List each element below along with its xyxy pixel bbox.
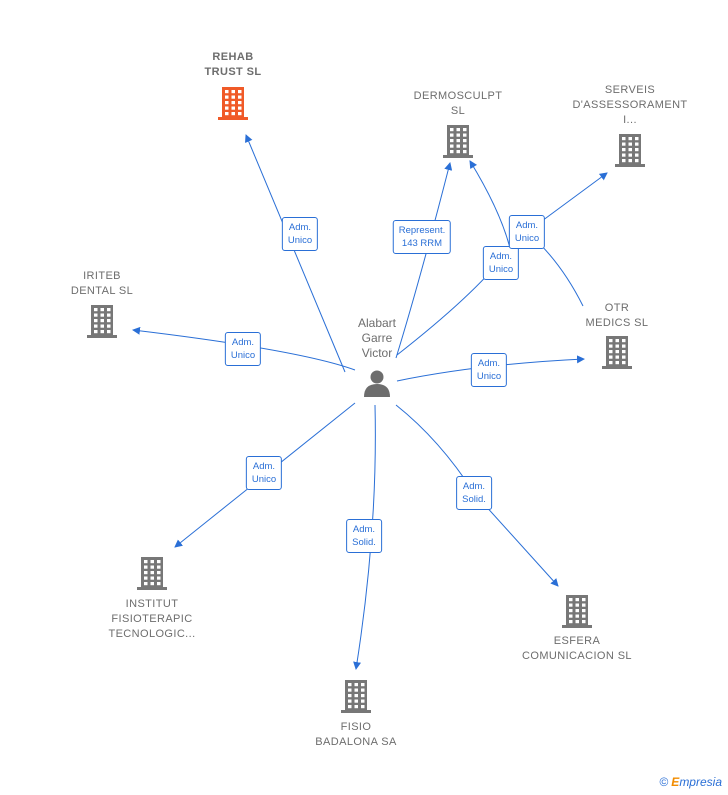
company-name-institut[interactable]: INSTITUT FISIOTERAPIC TECNOLOGIC... — [108, 598, 196, 640]
brand-name: mpresia — [679, 775, 722, 789]
building-icon[interactable] — [341, 680, 371, 713]
company-name-otr[interactable]: OTR MEDICS SL — [585, 302, 649, 329]
relation-label[interactable]: Adm. Unico — [508, 215, 546, 249]
copyright-symbol: © — [659, 775, 669, 789]
building-icon[interactable] — [602, 336, 632, 369]
company-name-esfera[interactable]: ESFERA COMUNICACION SL — [522, 635, 632, 662]
company-name-iriteb[interactable]: IRITEB DENTAL SL — [70, 270, 134, 297]
relation-label[interactable]: Adm. Unico — [482, 246, 520, 280]
relation-label[interactable]: Adm. Unico — [245, 456, 283, 490]
relation-label[interactable]: Adm. Solid. — [456, 476, 492, 510]
company-name-dermosculpt[interactable]: DERMOSCULPT SL — [413, 90, 503, 117]
person-name[interactable]: Alabart Garre Victor — [357, 316, 397, 360]
footer-brand[interactable]: ©Empresia — [659, 775, 722, 789]
relation-label[interactable]: Adm. Solid. — [346, 519, 382, 553]
building-icon[interactable] — [443, 125, 473, 158]
building-icon[interactable] — [137, 557, 167, 590]
relation-label[interactable]: Adm. Unico — [224, 332, 262, 366]
relation-edge-iriteb — [132, 326, 356, 371]
relation-edge-dermosculpt — [395, 162, 453, 359]
brand-initial: E — [671, 775, 680, 789]
building-icon[interactable] — [87, 305, 117, 338]
person-icon[interactable] — [364, 370, 390, 398]
relation-label[interactable]: Adm. Unico — [470, 353, 508, 387]
building-icon[interactable] — [615, 134, 645, 167]
company-name-rehab[interactable]: REHAB TRUST SL — [204, 51, 262, 78]
company-name-serveis[interactable]: SERVEIS D'ASSESSORAMENT I... — [572, 84, 688, 126]
relation-edge-rehab — [245, 134, 346, 373]
company-name-fisio[interactable]: FISIO BADALONA SA — [315, 721, 397, 748]
relation-label[interactable]: Represent. 143 RRM — [392, 220, 452, 254]
building-icon[interactable] — [562, 595, 592, 628]
relation-label[interactable]: Adm. Unico — [281, 217, 319, 251]
building-icon[interactable] — [218, 87, 248, 120]
